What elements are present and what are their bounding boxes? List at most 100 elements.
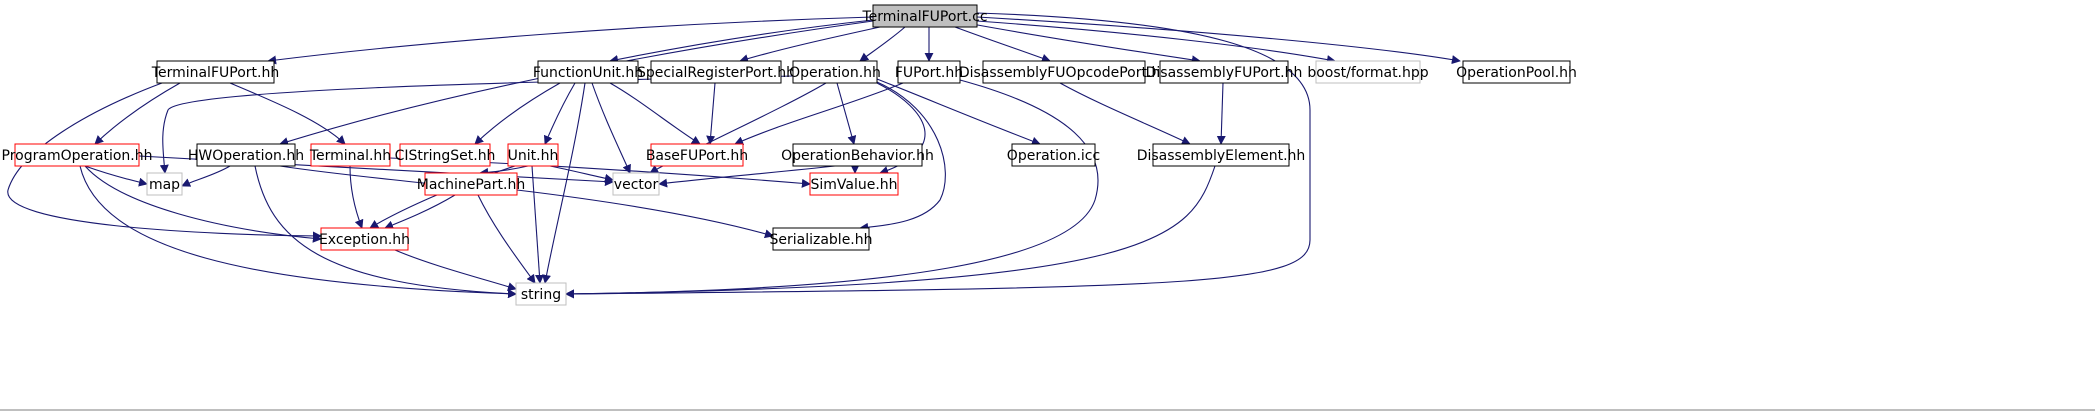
node-operation-icc[interactable]: Operation.icc <box>1007 143 1100 167</box>
node-label: ProgramOperation.hh <box>2 148 153 164</box>
node-box <box>650 60 782 84</box>
node-cistringset-hh[interactable]: CIStringSet.hh <box>395 143 496 167</box>
edge-operation_hh-to-operationbehavior_hh <box>836 82 857 145</box>
node-fuport-hh[interactable]: FUPort.hh <box>895 60 963 84</box>
bottom-divider <box>0 409 2095 411</box>
edge-functionunit_hh-to-basefuport_hh <box>609 82 701 145</box>
edge-terminalfuport_hh-to-exception_hh <box>7 82 322 241</box>
node-label: TerminalFUPort.cc <box>861 9 987 25</box>
edge-unit_hh-to-string <box>531 165 545 284</box>
edge-fuport_hh-to-string <box>565 79 1099 299</box>
node-machinepart-hh[interactable]: MachinePart.hh <box>417 172 525 196</box>
edge-hwoperation_hh-to-map <box>181 165 231 187</box>
node-box <box>1315 60 1421 84</box>
edge-functionunit_hh-to-unit_hh <box>543 82 576 145</box>
edge-unit_hh-to-vector <box>549 165 614 183</box>
edge-programoperation_hh-to-map <box>84 165 148 187</box>
node-label: BaseFUPort.hh <box>646 148 748 164</box>
edge-hwoperation_hh-to-string <box>254 165 517 299</box>
edge-terminalfuport_cc-to-boost_format_hpp <box>976 20 1336 64</box>
node-label: OperationBehavior.hh <box>781 148 934 164</box>
node-label: TerminalFUPort.hh <box>151 65 279 81</box>
edge-terminal_hh-to-exception_hh <box>349 165 364 229</box>
node-label: OperationPool.hh <box>1456 65 1577 81</box>
node-label: HWOperation.hh <box>188 148 304 164</box>
edge-functionunit_hh-to-vector <box>591 82 631 174</box>
node-box <box>1011 143 1096 167</box>
node-box <box>982 60 1146 84</box>
edge-operation_hh-to-operation_icc <box>876 78 1041 146</box>
node-vector[interactable]: vector <box>612 172 660 196</box>
node-terminalfuport-hh[interactable]: TerminalFUPort.hh <box>151 60 279 84</box>
node-label: Exception.hh <box>319 232 410 248</box>
node-box <box>310 143 391 167</box>
edge-operation_hh-to-serializable_hh <box>859 81 946 232</box>
node-box <box>612 172 660 196</box>
node-label: DisassemblyFUOpcodePort.hh <box>959 65 1169 81</box>
node-box <box>1462 60 1571 84</box>
node-simvalue-hh[interactable]: SimValue.hh <box>809 172 899 196</box>
edge-disassemblyfuport_hh-to-disassemblyelement_hh <box>1216 82 1226 145</box>
node-label: Operation.icc <box>1007 148 1100 164</box>
edge-operationbehavior_hh-to-vector <box>658 165 836 188</box>
node-label: string <box>521 287 561 303</box>
node-map[interactable]: map <box>146 172 183 196</box>
node-operationpool-hh[interactable]: OperationPool.hh <box>1456 60 1577 84</box>
node-serializable-hh[interactable]: Serializable.hh <box>769 227 873 251</box>
node-box <box>792 60 878 84</box>
node-box <box>650 143 744 167</box>
node-box <box>872 4 978 28</box>
node-disassemblyfuopcodeport-hh[interactable]: DisassemblyFUOpcodePort.hh <box>959 60 1169 84</box>
edge-machinepart_hh-to-exception_hh <box>384 194 456 230</box>
node-box <box>537 60 639 84</box>
node-hwoperation-hh[interactable]: HWOperation.hh <box>188 143 304 167</box>
node-label: map <box>149 177 180 193</box>
edge-programoperation_hh-to-exception_hh <box>84 165 322 243</box>
dependency-edges <box>7 12 1461 299</box>
node-label: SimValue.hh <box>810 177 897 193</box>
node-programoperation-hh[interactable]: ProgramOperation.hh <box>2 143 153 167</box>
edge-exception_hh-to-string <box>394 249 517 291</box>
node-disassemblyfuport-hh[interactable]: DisassemblyFUPort.hh <box>1146 60 1303 84</box>
edge-machinepart_hh-to-string <box>477 194 536 284</box>
node-label: FunctionUnit.hh <box>533 65 643 81</box>
node-label: DisassemblyFUPort.hh <box>1146 65 1303 81</box>
edge-disassemblyelement_hh-to-string <box>565 165 1216 299</box>
node-unit-hh[interactable]: Unit.hh <box>507 143 559 167</box>
node-label: Terminal.hh <box>309 148 391 164</box>
node-label: DisassemblyElement.hh <box>1137 148 1306 164</box>
edge-terminalfuport_cc-to-operationpool_hh <box>976 16 1461 65</box>
node-box <box>156 60 275 84</box>
node-basefuport-hh[interactable]: BaseFUPort.hh <box>646 143 748 167</box>
node-label: vector <box>614 177 659 193</box>
node-string[interactable]: string <box>515 282 567 306</box>
node-terminal-hh[interactable]: Terminal.hh <box>309 143 391 167</box>
edge-terminalfuport_cc-to-operation_hh <box>859 26 906 62</box>
node-box <box>897 60 961 84</box>
node-box <box>507 143 559 167</box>
node-specialregisterport-hh[interactable]: SpecialRegisterPort.hh <box>637 60 795 84</box>
node-terminalfuport-cc: TerminalFUPort.cc <box>861 4 988 28</box>
node-label: Operation.hh <box>789 65 881 81</box>
node-disassemblyelement-hh[interactable]: DisassemblyElement.hh <box>1137 143 1306 167</box>
node-box <box>14 143 140 167</box>
edge-terminalfuport_cc-to-string <box>565 12 1311 299</box>
edge-fuport_hh-to-basefuport_hh <box>734 82 904 145</box>
edge-specialregisterport_hh-to-basefuport_hh <box>706 82 716 145</box>
edge-functionunit_hh-to-cistringset_hh <box>474 82 561 145</box>
edge-programoperation_hh-to-string <box>79 165 517 299</box>
node-box <box>809 172 899 196</box>
node-operationbehavior-hh[interactable]: OperationBehavior.hh <box>781 143 934 167</box>
edge-terminalfuport_cc-to-disassemblyfuport_hh <box>971 23 1201 65</box>
node-box <box>1152 143 1290 167</box>
edge-terminalfuport_hh-to-programoperation_hh <box>94 82 181 145</box>
node-label: Unit.hh <box>508 148 559 164</box>
node-boost-format-hpp[interactable]: boost/format.hpp <box>1307 60 1429 84</box>
node-operation-hh[interactable]: Operation.hh <box>789 60 881 84</box>
node-box <box>792 143 923 167</box>
node-functionunit-hh[interactable]: FunctionUnit.hh <box>533 60 643 84</box>
node-box <box>399 143 491 167</box>
node-exception-hh[interactable]: Exception.hh <box>319 227 410 251</box>
